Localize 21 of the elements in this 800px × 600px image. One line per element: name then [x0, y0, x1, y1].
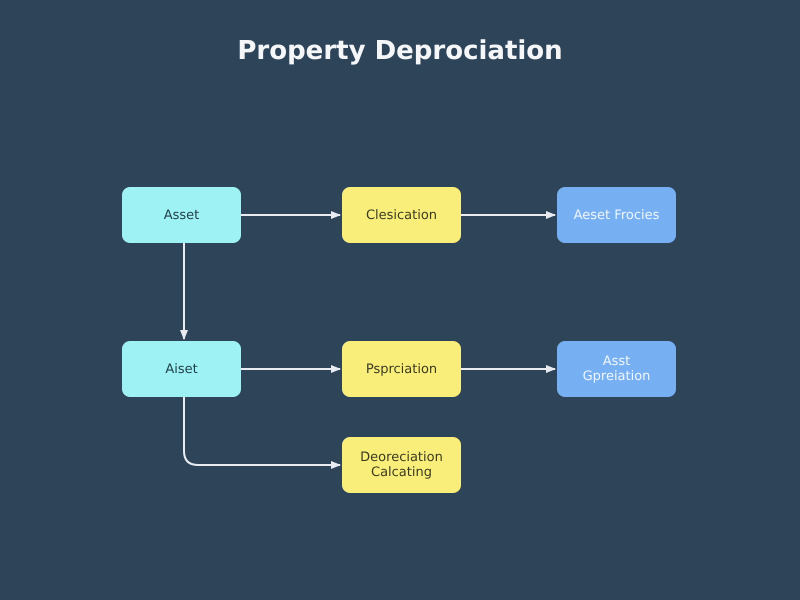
box-label: Psprciation	[366, 362, 438, 376]
box-label: Clesication	[366, 208, 438, 222]
box-label: Aeset Frocies	[574, 208, 660, 222]
process-box	[557, 187, 676, 243]
arrow	[241, 365, 341, 373]
arrow	[461, 365, 556, 373]
process-box	[122, 341, 241, 397]
process-box	[342, 187, 461, 243]
process-box	[342, 437, 461, 493]
box-label: Asst Gpreiation	[582, 354, 652, 384]
process-box	[557, 341, 676, 397]
box-label: Deoreciation Calcating	[359, 450, 444, 480]
title: Property Deprociation	[236, 36, 564, 66]
arrow	[183, 397, 341, 469]
box-label: Asset	[164, 208, 200, 222]
box-label: Aiset	[165, 362, 198, 376]
arrow	[180, 243, 188, 340]
arrow	[461, 211, 556, 219]
process-box	[342, 341, 461, 397]
arrow	[241, 211, 341, 219]
process-box	[122, 187, 241, 243]
